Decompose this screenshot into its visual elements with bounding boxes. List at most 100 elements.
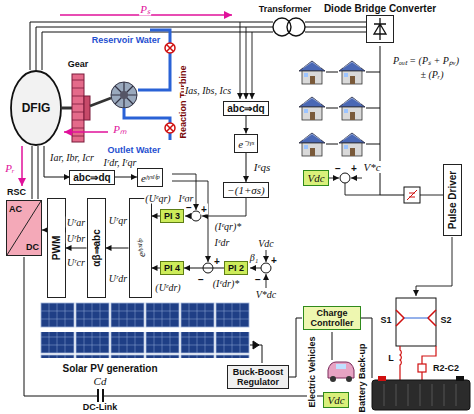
- diagram-label: +: [213, 256, 221, 267]
- stator-lines: [42, 32, 273, 70]
- transform-box: eʲᵞˢˡⁱᵖ: [129, 198, 152, 298]
- diagram-label: Gear: [67, 59, 90, 69]
- box-label: Vdc: [327, 394, 344, 406]
- signal-box: Vdc: [303, 170, 328, 186]
- diagram-label: Uʳdr: [108, 273, 128, 284]
- diagram-label: Pₘ: [112, 121, 128, 136]
- box-label: Buck-Boost Regulator: [231, 367, 285, 387]
- rotor-lines: [32, 146, 33, 199]
- solar-panels: [40, 302, 250, 358]
- dc-wiring: [24, 257, 324, 396]
- stator-lines: [305, 32, 366, 33]
- battery-icon: [372, 376, 470, 410]
- house-icons: [339, 97, 365, 120]
- diagram-label: +: [200, 204, 208, 215]
- stator-lines: [30, 22, 366, 70]
- transform-box: abc⇒dq: [69, 170, 114, 185]
- diagram-label: Uʳar: [66, 217, 86, 228]
- box-label: PWM: [51, 236, 62, 260]
- box-label: eʲᵞˢˡⁱᵖ: [141, 170, 159, 185]
- current-taps: [252, 32, 253, 99]
- box-label: Pulse Driver: [447, 171, 458, 229]
- generator-outline: [11, 71, 61, 145]
- diagram-label: Uʳbr: [66, 233, 86, 244]
- dc-wiring: [288, 318, 302, 377]
- stator-lines: [36, 27, 273, 70]
- h-bridge: [404, 318, 428, 319]
- diagram-label: Solar PV generation: [61, 363, 158, 374]
- converter-body: [366, 15, 394, 43]
- house-icons: [299, 97, 325, 120]
- inductor-symbol: [418, 364, 426, 372]
- dc-wiring: [250, 345, 262, 363]
- diagram-label: Electric Vehicles: [307, 335, 317, 408]
- rotor-power-arrow: [22, 146, 23, 186]
- diagram-label: Uʳcr: [66, 257, 86, 268]
- inductor-symbol: [400, 346, 436, 380]
- box-label: eʲᵞˢˡⁱᵖ: [133, 239, 148, 257]
- current-taps: [240, 22, 241, 99]
- dc-wiring: [24, 257, 372, 403]
- water-pipes: [124, 30, 170, 140]
- diagram-label: +: [350, 163, 358, 174]
- diagram-label: Iar, Ibr, Icr: [49, 152, 95, 163]
- turbine-symbol: [120, 91, 128, 99]
- box-label: abc⇒dq: [227, 103, 264, 114]
- rotor-lines: [38, 146, 39, 199]
- transformer-symbol: [273, 18, 291, 36]
- distribution-line: [326, 46, 404, 195]
- dc-wiring: [332, 332, 333, 360]
- modulator-box: PWM: [47, 198, 66, 298]
- ev-icon: [328, 362, 354, 382]
- signal-connector: [184, 268, 224, 269]
- box-label: DFIG: [22, 101, 51, 115]
- box-label: DC: [26, 242, 39, 252]
- diagram-label: Pₒᵤₜ = (Pₛ + Pₚᵥ): [392, 53, 460, 67]
- valve-symbols: [165, 43, 175, 133]
- diagram-label: β₁: [249, 252, 259, 263]
- solar-panels: [40, 332, 250, 358]
- water-pipes: [124, 108, 170, 140]
- diagram-label: −: [334, 163, 342, 174]
- signal-lines: [185, 216, 191, 217]
- diagram-label: Reaction Turbine: [178, 65, 188, 140]
- distribution-line: [380, 46, 404, 195]
- diagram-label: Cd: [93, 375, 108, 387]
- diagram-label: −: [197, 274, 205, 285]
- converter-box: RSC AC DC: [6, 187, 42, 257]
- box-label: AC: [9, 204, 22, 214]
- diagram-label: Vdc: [257, 238, 275, 249]
- valve-symbols: [165, 123, 175, 133]
- h-bridge: [396, 298, 436, 346]
- diagram-label: Ias, Ibs, Ics: [184, 85, 232, 96]
- house-icons: [339, 133, 365, 156]
- battery-icon: [372, 380, 470, 410]
- inductor-symbol: [400, 346, 401, 380]
- signal-lines: [266, 250, 267, 262]
- driver-box: Pulse Driver: [443, 164, 462, 236]
- gear-symbol: [62, 74, 111, 142]
- diagram-label: (Iᵉqr)*: [214, 221, 243, 232]
- diagram-label: Transformer: [258, 4, 313, 14]
- converter-symbol: [407, 190, 417, 200]
- diagram-label: DC-Link: [82, 402, 119, 412]
- diagram-label: Pᵣ: [4, 162, 15, 174]
- diagram-label: ± (Pᵣ): [419, 69, 444, 80]
- box-heading: RSC: [7, 187, 26, 197]
- solar-panels: [40, 302, 250, 328]
- diagram-label: S2: [439, 315, 452, 325]
- box-label: PI 3: [164, 211, 180, 221]
- summing-junctions: [191, 173, 350, 273]
- controller-box: PI 2: [224, 261, 248, 275]
- signal-connector: [152, 216, 160, 217]
- diagram-label: Pₛ: [139, 1, 151, 16]
- signal-lines: [345, 183, 380, 195]
- battery-icon: [384, 384, 456, 406]
- signal-lines: [420, 195, 444, 196]
- current-taps: [246, 27, 247, 99]
- edge-label: Iᵉqs: [253, 161, 271, 173]
- signal-lines: [250, 268, 261, 269]
- transform-box: e⁻ʲᵞˢ: [234, 134, 258, 153]
- transformer-symbol: [287, 18, 305, 36]
- signal-lines: [172, 174, 452, 296]
